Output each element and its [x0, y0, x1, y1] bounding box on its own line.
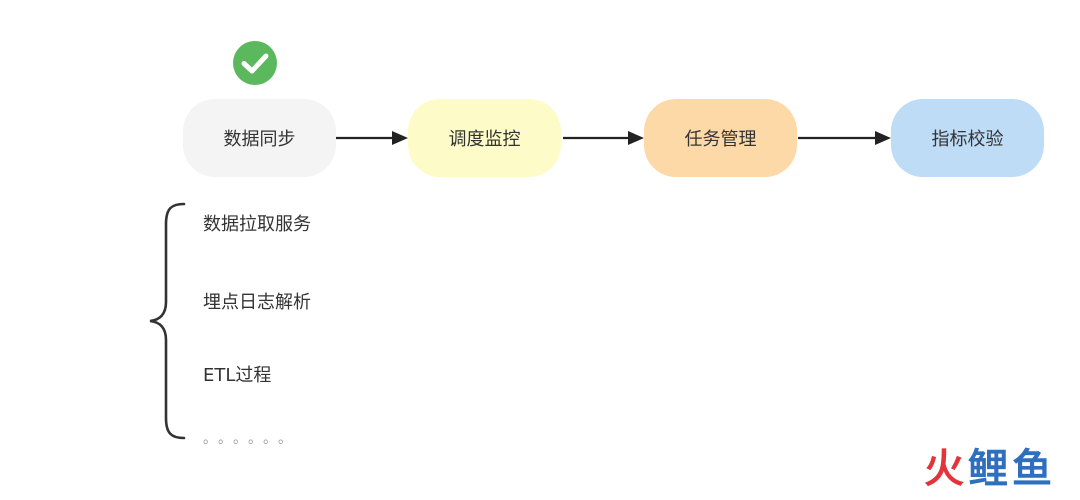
watermark-char: 鲤 — [968, 446, 1012, 492]
arrow-2-icon — [563, 131, 644, 145]
sub-item-etl: ETL过程 — [203, 365, 272, 386]
curly-brace-icon — [149, 202, 186, 440]
node-label: 指标校验 — [931, 129, 1004, 150]
node-label: 数据同步 — [223, 129, 296, 150]
node-schedule-monitor: 调度监控 — [408, 99, 561, 177]
check-circle-icon — [233, 41, 277, 85]
sub-item-data-pull: 数据拉取服务 — [203, 214, 311, 235]
watermark-char: 火 — [924, 446, 968, 492]
watermark-char: 鱼 — [1012, 446, 1056, 492]
sub-item-log-parse: 埋点日志解析 — [203, 292, 311, 313]
ellipsis: 。。。。。。 — [203, 431, 300, 447]
node-task-management: 任务管理 — [644, 99, 797, 177]
node-label: 任务管理 — [684, 129, 757, 150]
arrow-3-icon — [798, 131, 891, 145]
arrow-1-icon — [336, 131, 408, 145]
node-label: 调度监控 — [448, 129, 521, 150]
node-data-sync: 数据同步 — [183, 99, 336, 177]
watermark-logo: 火鲤鱼 — [924, 436, 1056, 494]
node-metric-validation: 指标校验 — [891, 99, 1044, 177]
